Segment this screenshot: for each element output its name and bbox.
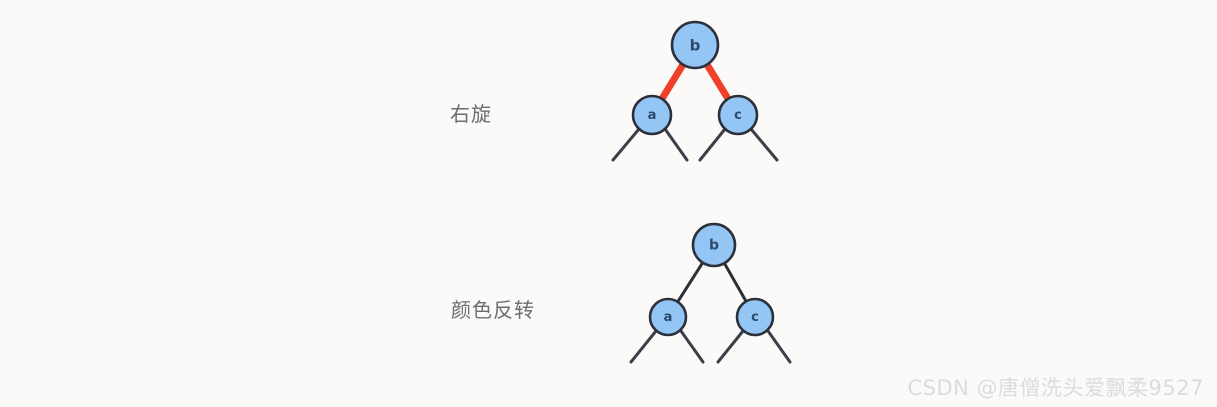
tree-node-rotate-right-b[interactable]: b (670, 20, 720, 70)
node-circle-b[interactable] (691, 222, 737, 268)
tree-node-color-flip-a[interactable]: a (648, 297, 688, 337)
leaf-stub-line-right-child (698, 127, 727, 162)
leaf-stub-line-left-child (611, 127, 641, 162)
tree-edge-color-flip-root-to-left-child (675, 261, 705, 304)
leaf-stub-line-right-child (749, 127, 779, 162)
node-label-c: c (734, 108, 742, 123)
operation-label-rotate-right: 右旋 (450, 102, 492, 126)
tree-edge-color-flip-root-to-right-child (722, 261, 748, 303)
node-circle-b[interactable] (670, 20, 720, 70)
node-label-b: b (690, 37, 701, 55)
node-circle-a[interactable] (648, 297, 688, 337)
node-label-a: a (664, 310, 673, 325)
leaf-stub-line-left-child (679, 329, 705, 364)
leaf-stub-line-left-child (629, 329, 658, 364)
leaf-stub-line-right-child (716, 329, 745, 364)
leaf-stub-line-left-child (663, 127, 689, 162)
node-label-b: b (709, 238, 719, 254)
operation-label-color-flip: 颜色反转 (451, 298, 535, 322)
tree-edge-rotate-right-root-to-left-child (658, 61, 687, 102)
node-label-c: c (751, 310, 759, 325)
tree-node-rotate-right-a[interactable]: a (631, 94, 673, 136)
node-label-a: a (648, 108, 657, 123)
tree-group-rotate-right: b a c (611, 20, 779, 162)
node-circle-a[interactable] (631, 94, 673, 136)
tree-edge-rotate-right-root-to-right-child (703, 61, 732, 102)
leaf-stub-line-right-child (766, 329, 792, 364)
csdn-watermark: CSDN @唐僧洗头爱飘柔9527 (907, 376, 1204, 400)
node-circle-c[interactable] (717, 94, 759, 136)
node-circle-c[interactable] (735, 297, 775, 337)
tree-group-color-flip: b a c (629, 222, 792, 364)
tree-node-color-flip-b[interactable]: b (691, 222, 737, 268)
tree-node-rotate-right-c[interactable]: c (717, 94, 759, 136)
tree-node-color-flip-c[interactable]: c (735, 297, 775, 337)
